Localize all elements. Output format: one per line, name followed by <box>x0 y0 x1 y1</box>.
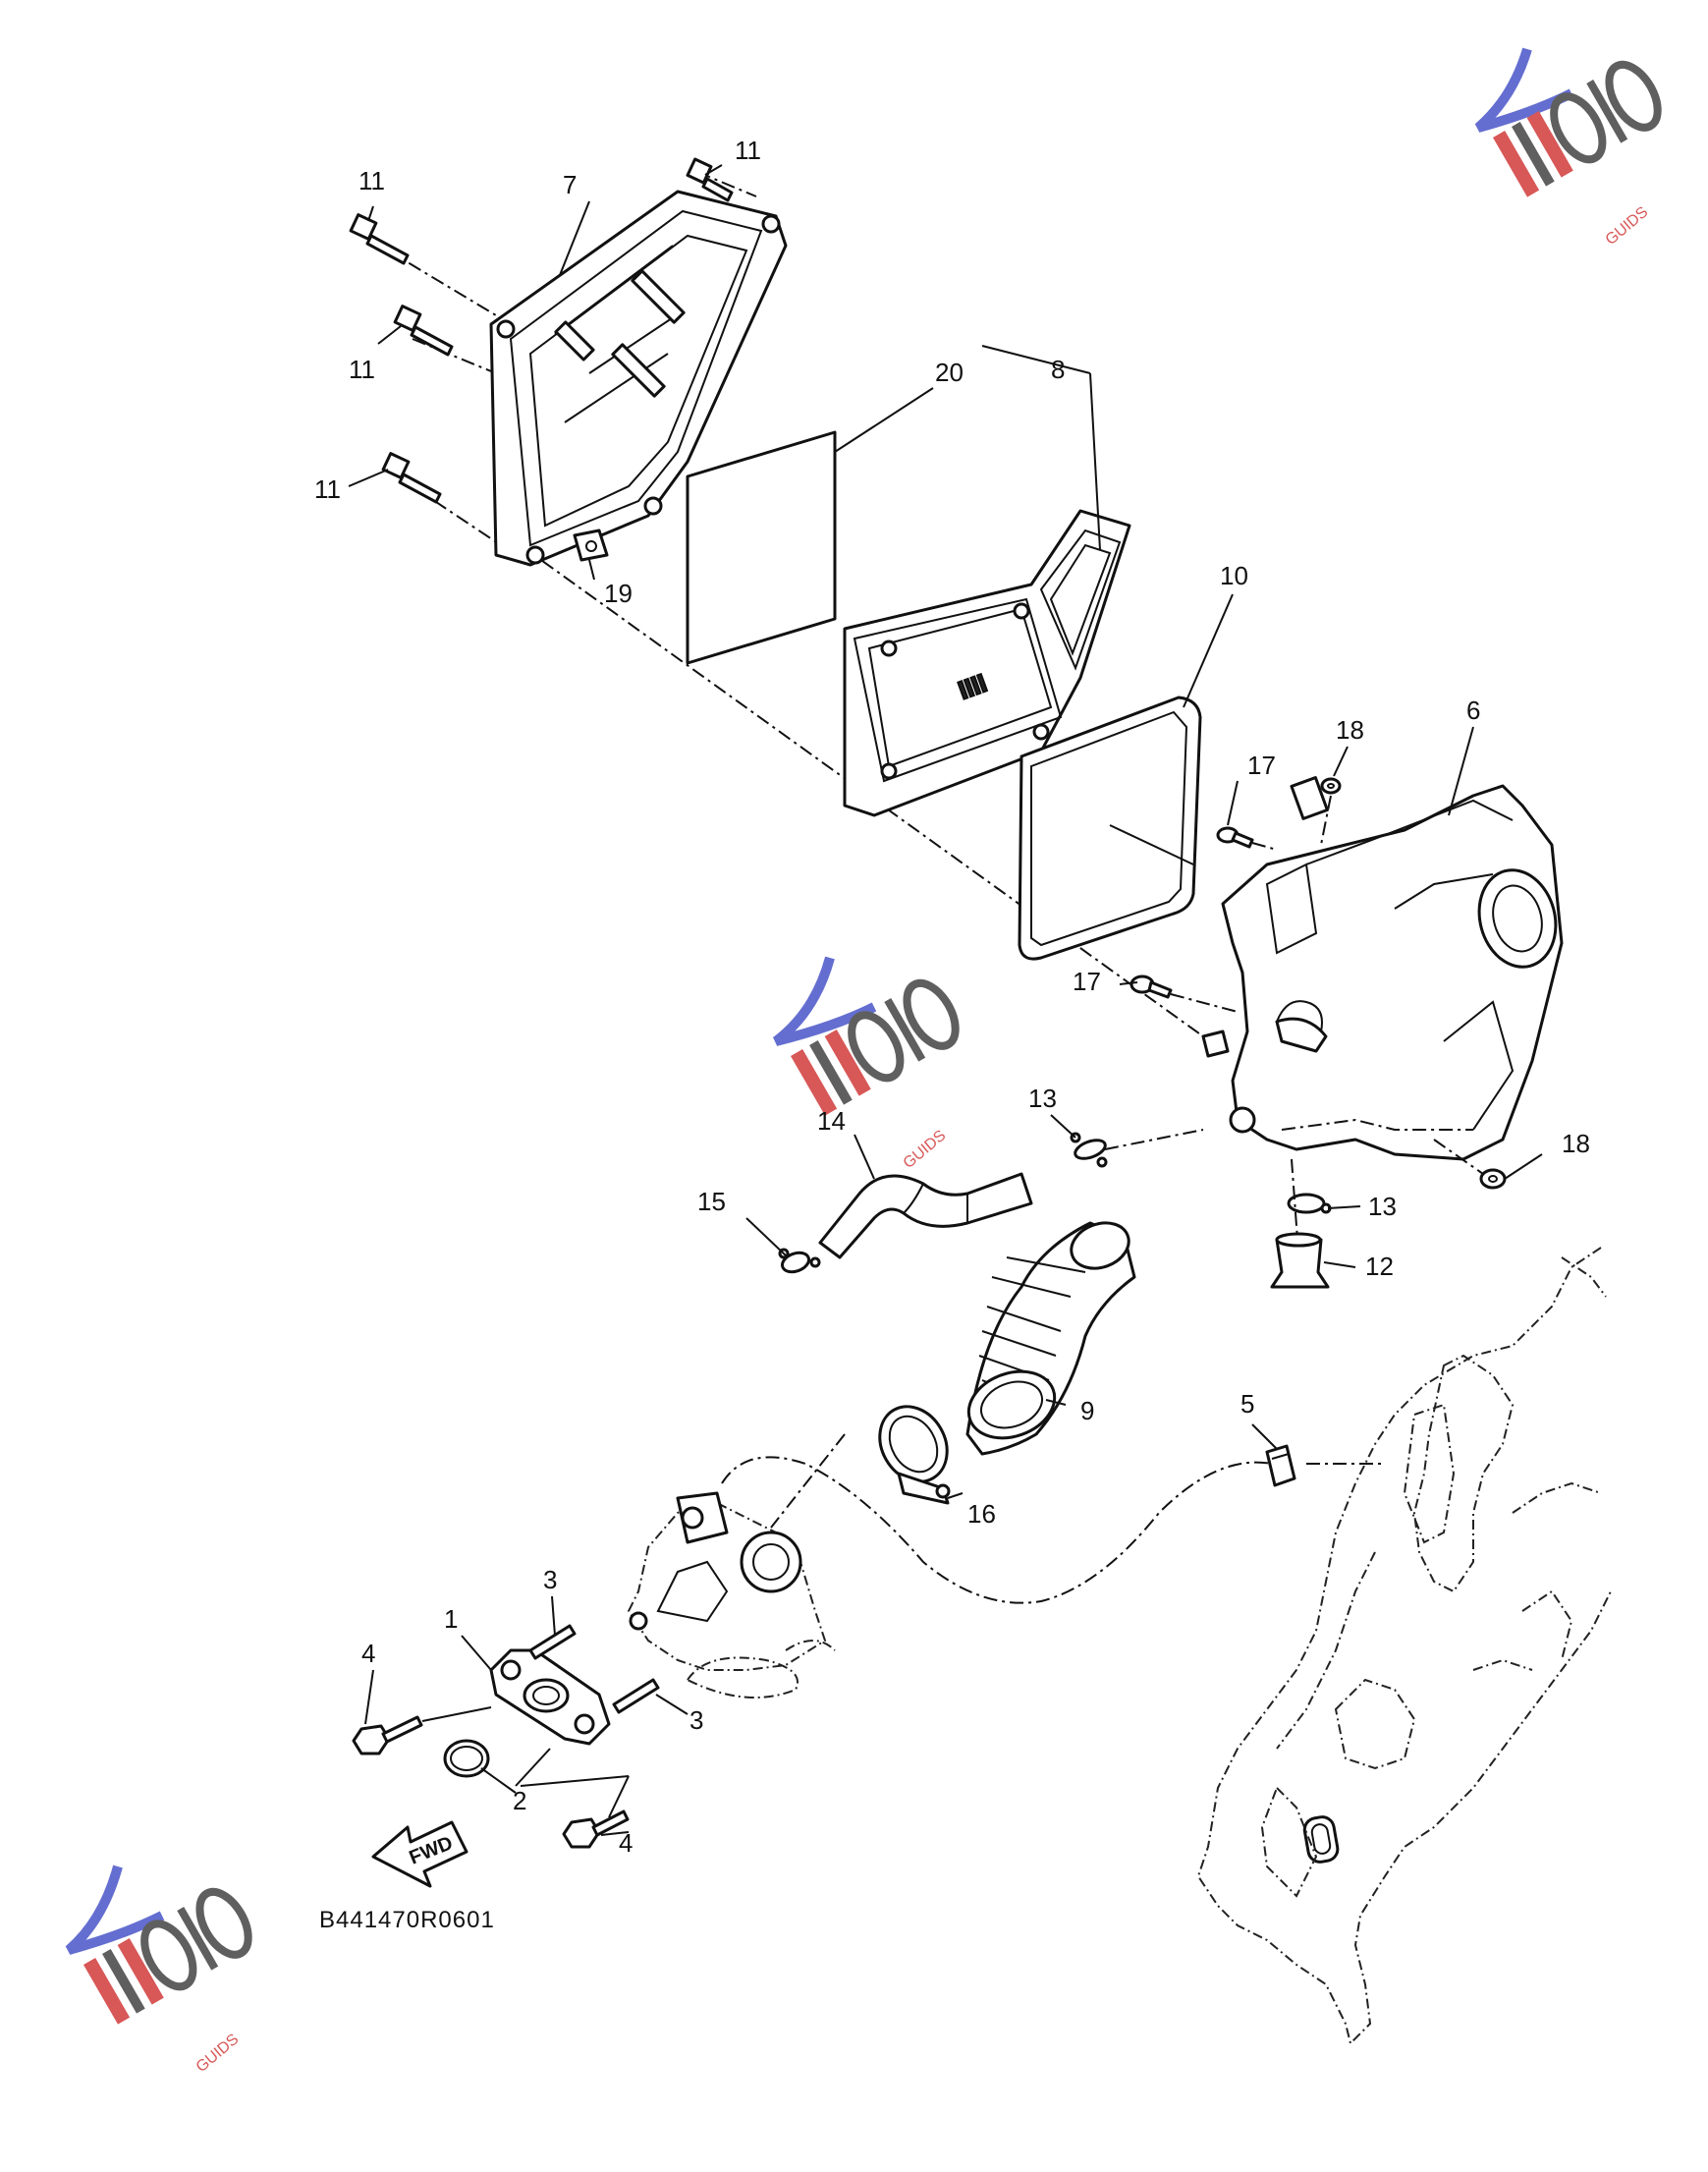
clip-19 <box>573 529 609 562</box>
callout-15: 15 <box>697 1187 726 1216</box>
callout-1: 1 <box>444 1604 458 1634</box>
centerline-screw-17b <box>1170 993 1239 1013</box>
leader-lines <box>348 164 1543 1836</box>
watermark-logo-top-right: GUIDS <box>1474 47 1662 249</box>
callout-17: 17 <box>1247 751 1276 780</box>
watermark-logo-center: GUIDS <box>772 956 960 1172</box>
bolt-11-b <box>393 305 454 357</box>
screw-17-b <box>1129 975 1173 999</box>
carb-insulator <box>489 1648 611 1746</box>
centerline-hose <box>1104 1129 1204 1150</box>
intake-joint <box>965 1221 1136 1456</box>
flange-nut-4-b <box>562 1810 630 1849</box>
callout-19: 19 <box>604 579 633 608</box>
callout-11: 11 <box>358 166 385 195</box>
hose-clamp <box>878 1405 951 1505</box>
callout-7: 7 <box>563 170 577 199</box>
watermark-text: GUIDS <box>1603 203 1652 249</box>
callout-4: 4 <box>619 1828 633 1858</box>
callout-8: 8 <box>1051 355 1065 384</box>
centerline-screw-17a <box>1251 842 1278 851</box>
callout-11: 11 <box>349 355 375 384</box>
grommet-18-b <box>1479 1168 1507 1190</box>
carburetor <box>627 1491 836 1699</box>
bolt-11-a <box>349 213 410 265</box>
cable-clamp-5 <box>1265 1444 1296 1487</box>
centerline-carb <box>770 1433 846 1529</box>
o-ring <box>443 1739 490 1778</box>
gasket-10 <box>1018 696 1202 961</box>
breather-hose <box>818 1172 1033 1259</box>
stud-bolt-3-a <box>528 1624 577 1660</box>
callout-18: 18 <box>1336 715 1364 745</box>
centerline-drain <box>1291 1158 1299 1253</box>
watermark-text: GUIDS <box>901 1127 950 1172</box>
screw-17-a <box>1216 826 1254 849</box>
callout-3: 3 <box>689 1705 703 1735</box>
bolt-11-d <box>686 157 734 202</box>
callout-16: 16 <box>967 1499 996 1529</box>
callout-13: 13 <box>1368 1192 1397 1221</box>
centerline-assembly <box>520 544 1204 1037</box>
clip-13-a <box>1070 1132 1108 1168</box>
stud-bolt-3-b <box>612 1678 660 1714</box>
callout-17: 17 <box>1073 967 1101 996</box>
fwd-arrow: FWD <box>371 1820 468 1888</box>
drain-plug <box>1270 1232 1330 1289</box>
clip-13-b <box>1287 1193 1332 1214</box>
callout-18: 18 <box>1562 1129 1590 1158</box>
flange-nut-4-a <box>352 1715 423 1755</box>
centerline-bolt-11b <box>412 338 497 374</box>
throttle-cable <box>721 1456 1273 1604</box>
callout-4: 4 <box>361 1639 375 1668</box>
callout-11: 11 <box>735 136 761 165</box>
callout-5: 5 <box>1240 1389 1254 1419</box>
clip-15 <box>778 1248 821 1274</box>
centerline-bolt-11c <box>412 485 502 546</box>
callout-2: 2 <box>513 1786 526 1815</box>
air-cleaner-case <box>1201 776 1564 1161</box>
filter-element <box>686 430 837 665</box>
callout-6: 6 <box>1466 696 1480 725</box>
callout-13: 13 <box>1028 1084 1057 1113</box>
watermark-text: GUIDS <box>193 2031 243 2076</box>
callout-12: 12 <box>1365 1252 1394 1281</box>
air-case-cover <box>489 190 788 567</box>
callout-20: 20 <box>935 358 964 387</box>
bolt-11-c <box>381 452 442 504</box>
callout-14: 14 <box>817 1106 846 1136</box>
callout-3: 3 <box>543 1565 557 1594</box>
element-assembly <box>843 509 1131 817</box>
callout-10: 10 <box>1220 561 1248 590</box>
grommet-18-a <box>1320 777 1342 795</box>
callout-9: 9 <box>1080 1396 1094 1425</box>
centerline-grommet-18b <box>1433 1139 1484 1175</box>
centerline-grommet-18a <box>1320 795 1332 846</box>
diagram-code: B441470R0601 <box>319 1907 495 1933</box>
frame-outline <box>1196 1247 1612 2045</box>
watermark-logo-bottom-left: GUIDS <box>65 1865 252 2076</box>
callout-11: 11 <box>314 474 341 504</box>
centerline-nut-4a <box>421 1706 492 1722</box>
callout-labels: 11 11 7 11 11 20 8 19 10 18 6 17 17 13 1… <box>314 136 1590 1858</box>
leader-gasket-interior <box>1109 824 1194 865</box>
